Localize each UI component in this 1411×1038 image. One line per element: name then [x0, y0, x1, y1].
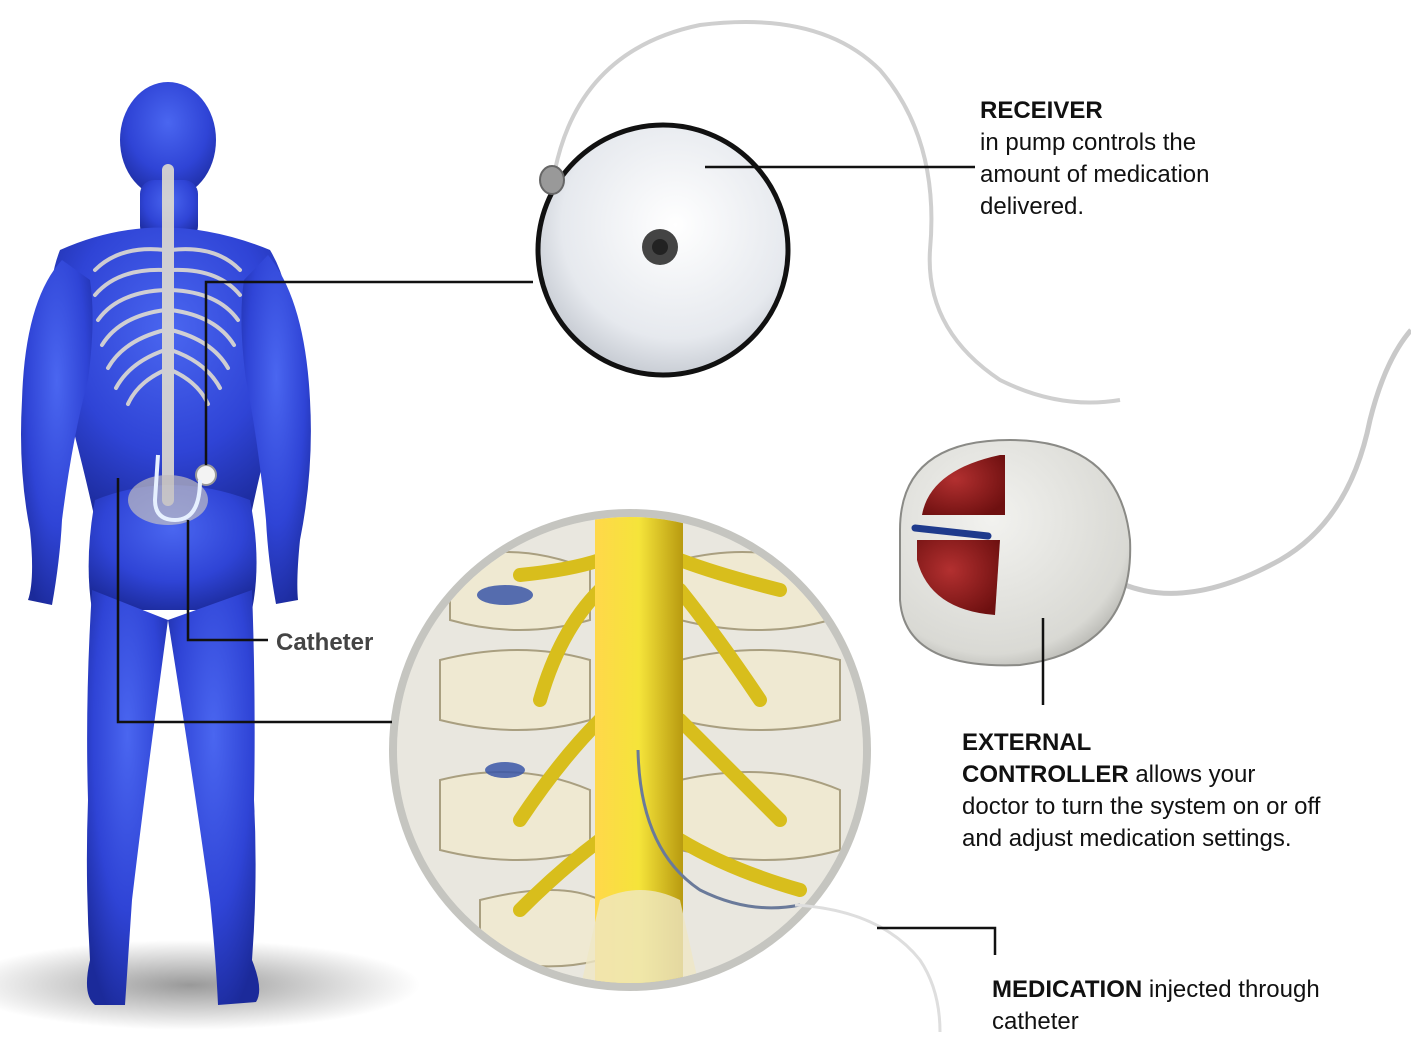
controller-cord	[1125, 330, 1411, 593]
receiver-device	[538, 125, 788, 375]
external-controller-title-line1: EXTERNAL	[962, 729, 1091, 756]
spine-zoom-inset	[390, 510, 870, 990]
receiver-label: RECEIVER in pump controls the amount of …	[980, 95, 1240, 223]
catheter-label: Catheter	[276, 629, 373, 657]
external-controller-title-line2: CONTROLLER	[962, 761, 1129, 788]
receiver-title: RECEIVER	[980, 97, 1103, 124]
medication-title: MEDICATION	[992, 976, 1142, 1003]
receiver-description: in pump controls the amount of medicatio…	[980, 129, 1209, 220]
figure-shadow	[0, 940, 420, 1030]
medication-cord	[795, 905, 940, 1032]
medication-label: MEDICATION injected through catheter	[992, 974, 1322, 1038]
external-controller-label: EXTERNAL CONTROLLER allows your doctor t…	[962, 727, 1322, 855]
external-controller-device	[900, 440, 1130, 665]
